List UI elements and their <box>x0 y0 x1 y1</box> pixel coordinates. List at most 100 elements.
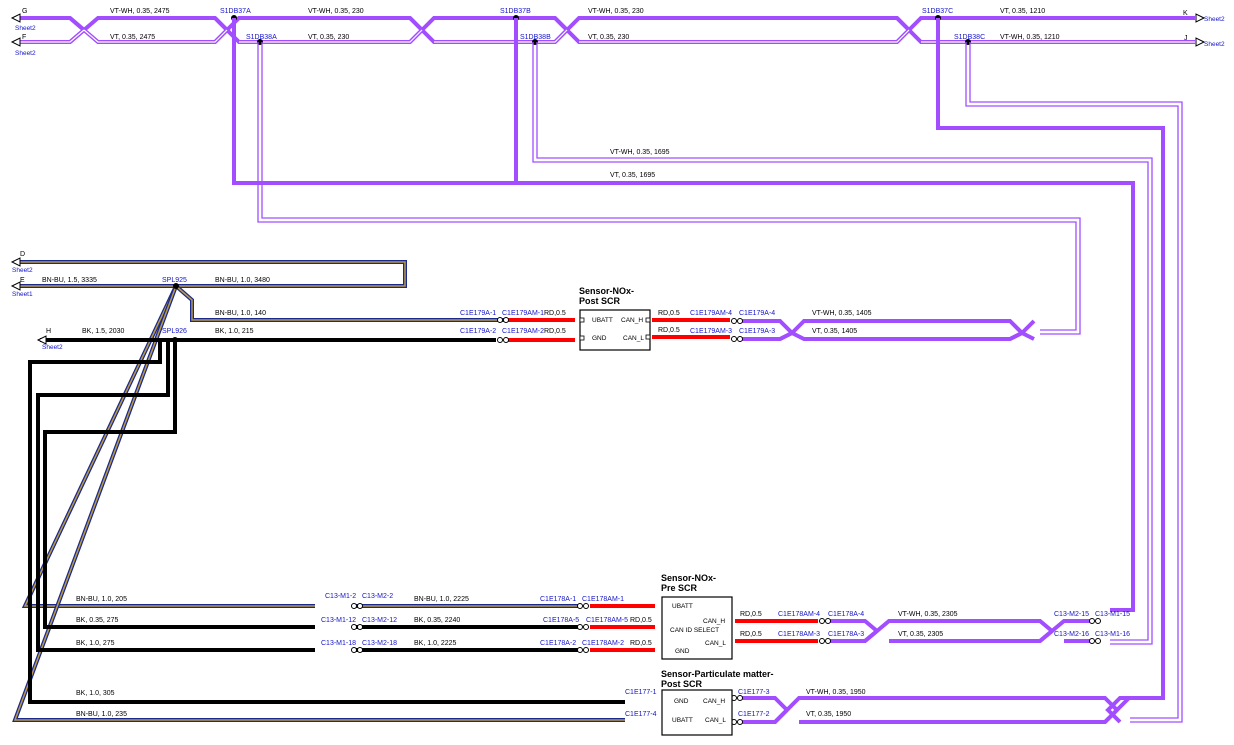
nox-pre-pin-gnd: GND <box>675 648 690 655</box>
lbl-rd-post-canh: RD,0.5 <box>658 310 680 317</box>
port-e-sheet: Sheet1 <box>12 291 33 298</box>
lbl-top-vtwh-mid2: VT-WH, 0.35, 230 <box>588 8 644 15</box>
lbl-top-vt-right: VT, 0.35, 1210 <box>1000 8 1045 15</box>
lbl-c1e179a4: C1E179A-4 <box>739 310 775 317</box>
rd-wires <box>508 318 818 652</box>
lbl-rd-pre-gnd: RD,0.5 <box>630 640 652 647</box>
lbl-rd-post-canl: RD,0.5 <box>658 327 680 334</box>
nox-pre-title1: Sensor-NOx- <box>661 573 716 583</box>
pm-post-title1: Sensor-Particulate matter- <box>661 669 774 679</box>
splice-s1db38b: S1DB38B <box>520 34 551 41</box>
lbl-c1e178a1: C1E178A-1 <box>540 596 576 603</box>
wire-vtwh-drop-38b <box>532 42 1153 645</box>
lbl-c1e179a3: C1E179A-3 <box>739 328 775 335</box>
lbl-post-vtwh: VT-WH, 0.35, 1405 <box>812 310 872 317</box>
lbl-c1e1773: C1E177-3 <box>738 689 770 696</box>
splice-s1db38c: S1DB38C <box>954 34 985 41</box>
lbl-top-vt-mid2: VT, 0.35, 230 <box>588 34 629 41</box>
port-g: G <box>22 8 27 15</box>
nox-post-title1: Sensor-NOx- <box>579 286 634 296</box>
lbl-pre-vtwh: VT-WH, 0.35, 2305 <box>898 611 958 618</box>
port-h-sheet: Sheet2 <box>42 344 63 351</box>
lbl-top-vtwh-left: VT-WH, 0.35, 2475 <box>110 8 170 15</box>
wire-vtwh-drop-38a <box>257 42 1081 335</box>
lbl-c1e178am1: C1E178AM-1 <box>582 596 624 603</box>
nox-pre-pin-canl: CAN_L <box>705 640 726 647</box>
sensor-pm-post: Sensor-Particulate matter- Post SCR GND … <box>661 669 774 736</box>
bk-wires <box>28 338 625 704</box>
lbl-top-vtwh-right: VT-WH, 0.35, 1210 <box>1000 34 1060 41</box>
port-k-sheet: Sheet2 <box>1204 16 1225 23</box>
port-labels: G Sheet2 F Sheet2 K Sheet2 J Sheet2 D Sh… <box>12 8 1225 351</box>
nox-pre-pin-ubatt: UBATT <box>672 603 693 610</box>
lbl-c1e178a2: C1E178A-2 <box>540 640 576 647</box>
splice-spl926: SPL926 <box>162 328 187 335</box>
lbl-pm-vt: VT, 0.35, 1950 <box>806 711 851 718</box>
lbl-c1e178am4: C1E178AM-4 <box>778 611 820 618</box>
port-j: J <box>1184 35 1188 42</box>
port-f: F <box>22 34 26 41</box>
lbl-top-vt-left: VT, 0.35, 2475 <box>110 34 155 41</box>
splice-s1db37b: S1DB37B <box>500 8 531 15</box>
lbl-c13m112: C13-M1-12 <box>321 617 356 624</box>
lbl-bk-305: BK, 1.0, 305 <box>76 690 115 697</box>
lbl-c1e1774: C1E177-4 <box>625 711 657 718</box>
lbl-c1e179am3: C1E179AM-3 <box>690 328 732 335</box>
pm-post-pin-ubatt: UBATT <box>672 717 693 724</box>
wire-vt-drop-37a <box>232 18 1135 612</box>
lbl-top-vt-mid: VT, 0.35, 230 <box>308 34 349 41</box>
lbl-c13m118: C13-M1-18 <box>321 640 356 647</box>
splice-spl925: SPL925 <box>162 277 187 284</box>
offsheet-arrows <box>10 13 1206 345</box>
vt-right-wires <box>742 319 1131 724</box>
lbl-long-vt: VT, 0.35, 1695 <box>610 172 655 179</box>
lbl-c1e178a4: C1E178A-4 <box>828 611 864 618</box>
lbl-c13m215: C13-M2-15 <box>1054 611 1089 618</box>
lbl-c1e179am2: C1E179AM-2 <box>502 328 544 335</box>
port-d-sheet: Sheet2 <box>12 267 33 274</box>
wire-vtwh-drop-38c <box>965 42 1183 723</box>
lbl-rd-post-ubatt: RD,0.5 <box>544 310 566 317</box>
nox-post-pin-canl: CAN_L <box>623 335 644 342</box>
lbl-bk-215: BK, 1.0, 215 <box>215 328 254 335</box>
lbl-bk-2030: BK, 1.5, 2030 <box>82 328 125 335</box>
lbl-c1e179a2: C1E179A-2 <box>460 328 496 335</box>
lbl-c13m22: C13-M2-2 <box>362 593 393 600</box>
nox-post-pin-gnd: GND <box>592 335 607 342</box>
top-bus-wires <box>20 16 1195 44</box>
lbl-bk-275a: BK, 0.35, 275 <box>76 617 119 624</box>
port-g-sheet: Sheet2 <box>15 25 36 32</box>
lbl-rd-pre-canh: RD,0.5 <box>740 611 762 618</box>
wire-vt-drop-37c <box>936 18 1165 724</box>
pm-post-pin-canh: CAN_H <box>703 698 725 705</box>
splice-labels: S1DB37A S1DB38A S1DB37B S1DB38B S1DB37C … <box>162 8 985 335</box>
lbl-c1e1771: C1E177-1 <box>625 689 657 696</box>
nox-post-pin-canh: CAN_H <box>621 317 643 324</box>
lbl-rd-pre-canid: RD,0.5 <box>630 617 652 624</box>
nox-pre-pin-canid: CAN ID SELECT <box>670 627 719 634</box>
lbl-c1e1772: C1E177-2 <box>738 711 770 718</box>
lbl-c1e178a5: C1E178A-5 <box>543 617 579 624</box>
lbl-long-vtwh: VT-WH, 0.35, 1695 <box>610 149 670 156</box>
lbl-pre-vt: VT, 0.35, 2305 <box>898 631 943 638</box>
lbl-bnbu-2225: BN-BU, 1.0, 2225 <box>414 596 469 603</box>
pm-post-pin-canl: CAN_L <box>705 717 726 724</box>
lbl-bk-2240: BK, 0.35, 2240 <box>414 617 460 624</box>
lbl-post-vt: VT, 0.35, 1405 <box>812 328 857 335</box>
lbl-c13m216: C13-M2-16 <box>1054 631 1089 638</box>
lbl-rd-pre-canl: RD,0.5 <box>740 631 762 638</box>
connector-labels: C1E179A-1 C1E179AM-1 C1E179A-2 C1E179AM-… <box>321 310 1130 718</box>
lbl-c1e178am2: C1E178AM-2 <box>582 640 624 647</box>
lbl-bnbu-3335: BN-BU, 1.5, 3335 <box>42 277 97 284</box>
splice-s1db37a: S1DB37A <box>220 8 251 15</box>
lbl-bnbu-140: BN-BU, 1.0, 140 <box>215 310 266 317</box>
splice-s1db38a: S1DB38A <box>246 34 277 41</box>
splice-s1db37c: S1DB37C <box>922 8 953 15</box>
lbl-c1e178am3: C1E178AM-3 <box>778 631 820 638</box>
lbl-c13m12: C13-M1-2 <box>325 593 356 600</box>
port-d: D <box>20 251 25 258</box>
lbl-top-vtwh-mid: VT-WH, 0.35, 230 <box>308 8 364 15</box>
wire-labels: VT-WH, 0.35, 2475 VT, 0.35, 2475 VT-WH, … <box>42 8 1060 718</box>
pm-post-pin-gnd: GND <box>674 698 689 705</box>
